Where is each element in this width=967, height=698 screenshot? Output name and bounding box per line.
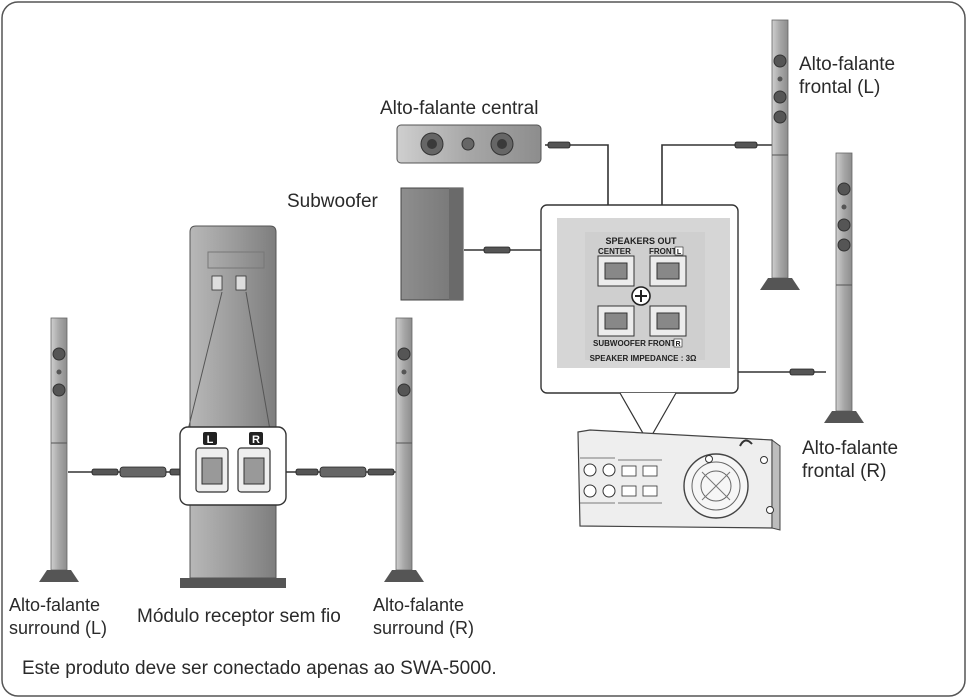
surround-right-speaker [384,317,424,582]
subwoofer-label: Subwoofer [287,191,378,212]
surround-right-label-line2: surround (R) [373,618,475,638]
panel-impedance: SPEAKER IMPEDANCE : 3Ω [590,354,697,363]
receiver-label: Módulo receptor sem fio [137,606,341,627]
receiver-terminal-detail: L R [179,426,287,506]
surround-right-label-line1: Alto-falante [373,595,465,615]
front-left-speaker [760,19,800,290]
wire-plugs [91,141,815,478]
center-speaker [396,124,542,164]
speakers-out-panel [540,204,739,444]
compatibility-note: Este produto deve ser conectado apenas a… [22,658,497,679]
surround-left-label-line2: surround (L) [9,618,108,638]
subwoofer [400,187,464,301]
panel-front-l-badge: L [677,249,682,256]
surround-left-label-line1: Alto-falante [9,595,101,615]
receiver-right-badge-bg [249,432,263,445]
panel-center-label: CENTER [598,247,631,256]
front-right-label-line1: Alto-falante [802,438,899,459]
panel-front-r-badge-bg [673,338,683,348]
front-left-label-line1: Alto-falante [799,54,896,75]
front-left-label-line2: frontal (L) [799,77,881,98]
receiver-left-badge: L [207,434,214,446]
panel-front-r-badge: R [675,341,680,348]
receiver-left-badge-bg [203,432,217,445]
center-speaker-label: Alto-falante central [380,98,539,119]
panel-subwoofer-label: SUBWOOFER [593,339,646,348]
panel-front-l-badge-bg [674,246,684,256]
receiver-right-badge: R [252,434,260,446]
av-unit-rear [577,429,781,531]
front-right-label-line2: frontal (R) [802,461,887,482]
panel-title: SPEAKERS OUT [605,236,677,246]
panel-front-r-label: FRONT [648,339,676,348]
speakers-out-labels: SPEAKERS OUT CENTER FRONT L SUBWOOFER FR… [590,236,697,363]
panel-front-l-label: FRONT [649,247,677,256]
front-right-speaker [824,152,864,423]
wireless-receiver-module [180,225,286,588]
surround-left-speaker [39,317,79,582]
